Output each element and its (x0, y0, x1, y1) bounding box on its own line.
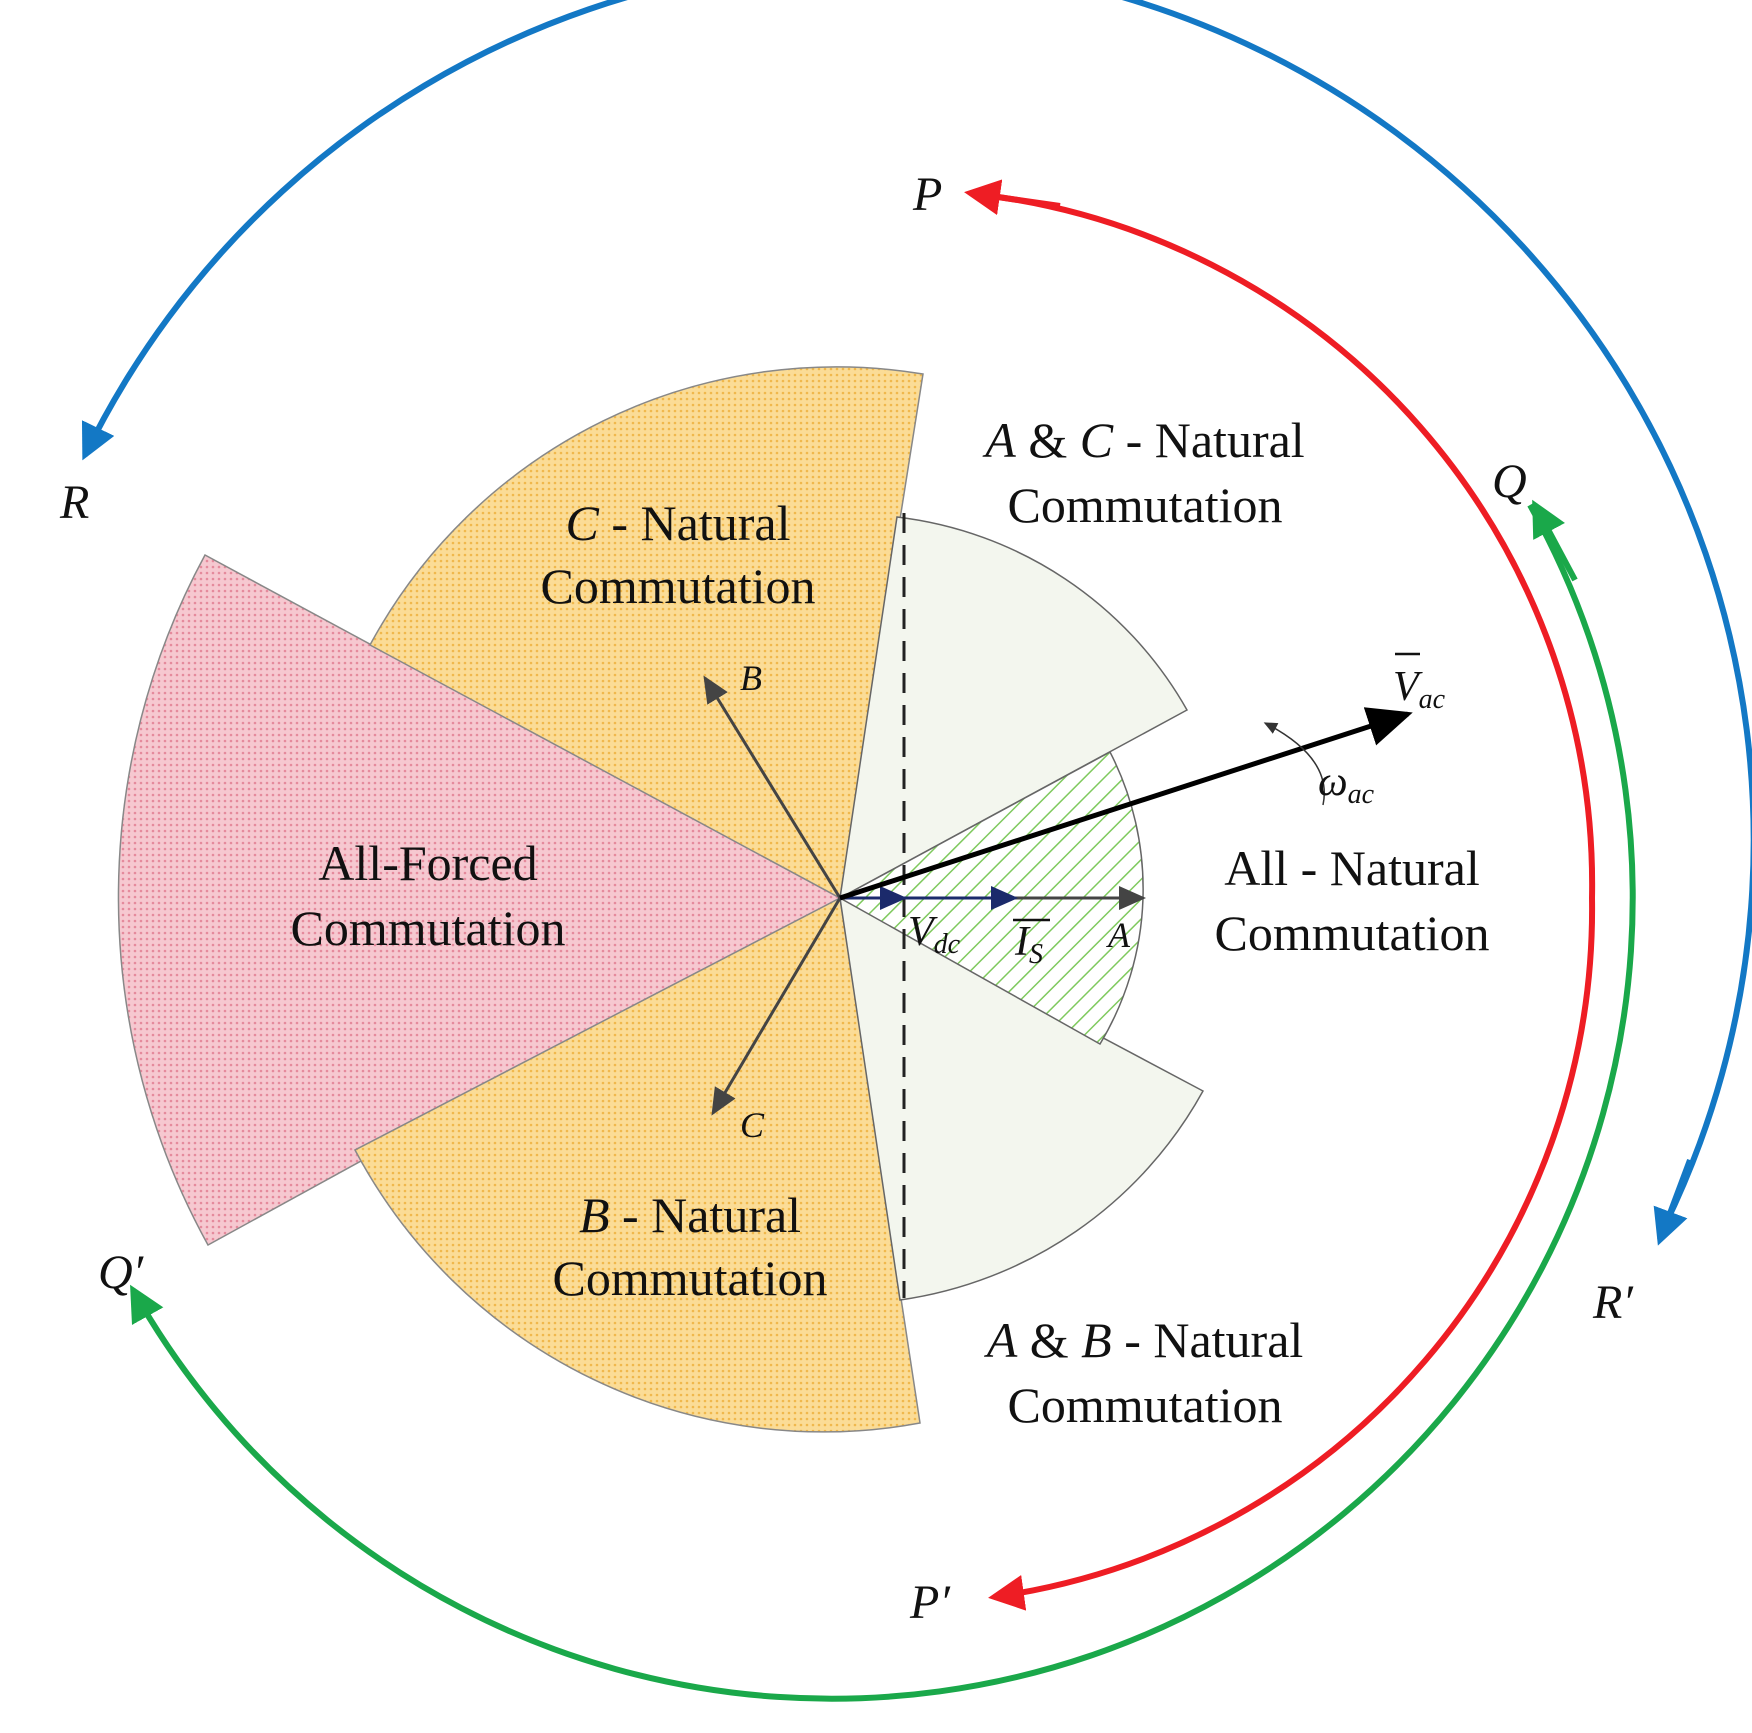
ac-phase2: C (1080, 412, 1114, 468)
b-natural-sector (353, 896, 921, 1433)
red-trajectory-arc-lower (988, 897, 1596, 1611)
is-label: IS (1014, 919, 1043, 970)
wac-sub: ac (1348, 779, 1375, 810)
ab-natural-label-line2: Commutation (1008, 1377, 1283, 1433)
ab-rest: - Natural (1112, 1312, 1304, 1368)
phase-a-label: A (1106, 915, 1131, 955)
vdc-sub: dc (934, 929, 961, 960)
b-natural-phase: B (579, 1187, 610, 1243)
ac-natural-sector (839, 516, 1189, 900)
ab-phase2: B (1081, 1312, 1112, 1368)
ac-amp: & (1016, 412, 1080, 468)
b-natural-label: B - Natural (579, 1187, 801, 1243)
ac-natural-label: A & C - Natural (982, 412, 1304, 468)
b-natural-label-line2: Commutation (553, 1250, 828, 1306)
c-natural-sector (368, 366, 924, 900)
is-sub: S (1029, 939, 1043, 970)
blue-trajectory-arc (82, 0, 1752, 1227)
all-forced-label-line2: Commutation (291, 900, 566, 956)
green-start-label: Q (1492, 455, 1527, 508)
all-natural-label: All - Natural (1224, 840, 1479, 896)
vdc-main: V (908, 909, 938, 955)
ab-natural-sector (839, 896, 1205, 1301)
is-main: I (1014, 919, 1031, 965)
red-start-label: P (912, 168, 942, 221)
red-trajectory-arc (975, 191, 1596, 899)
ab-amp: & (1017, 1312, 1081, 1368)
ab-phase1: A (984, 1312, 1018, 1368)
vdc-label: Vdc (908, 909, 961, 960)
blue-start-label: R (59, 476, 89, 529)
ac-natural-label-line2: Commutation (1008, 477, 1283, 533)
c-natural-phase: C (566, 495, 600, 551)
ac-rest: - Natural (1113, 412, 1305, 468)
wac-label: ωac (1318, 759, 1375, 810)
red-trajectory-arrowhead (964, 179, 1061, 216)
b-natural-rest: - Natural (609, 1187, 801, 1243)
all-natural-label-line2: Commutation (1215, 905, 1490, 961)
phase-b-axis (703, 675, 842, 899)
vac-sub: ac (1419, 684, 1446, 715)
green-trajectory-arrowhead (1532, 499, 1578, 582)
wac-main: ω (1318, 759, 1348, 805)
vac-label: Vac (1393, 664, 1446, 715)
c-natural-label-line2: Commutation (541, 558, 816, 614)
vac-main: V (1393, 664, 1423, 710)
green-trajectory-arc (130, 503, 1636, 1702)
ab-natural-label: A & B - Natural (984, 1312, 1304, 1368)
all-forced-label: All-Forced (318, 835, 537, 891)
blue-trajectory-arrowhead (1653, 1158, 1693, 1246)
all-forced-sector (117, 553, 842, 1247)
c-natural-rest: - Natural (599, 495, 791, 551)
omega-rotation-arrow (1263, 722, 1325, 806)
green-end-label: Q′ (98, 1246, 145, 1299)
ac-phase1: A (982, 412, 1016, 468)
red-end-label: P′ (909, 1576, 951, 1629)
c-natural-label: C - Natural (566, 495, 791, 551)
blue-end-label: R′ (1592, 1276, 1634, 1329)
phase-c-axis (711, 897, 842, 1116)
phase-c-label: C (740, 1105, 765, 1145)
phase-b-label: B (740, 658, 762, 698)
vac-vector (839, 707, 1413, 901)
